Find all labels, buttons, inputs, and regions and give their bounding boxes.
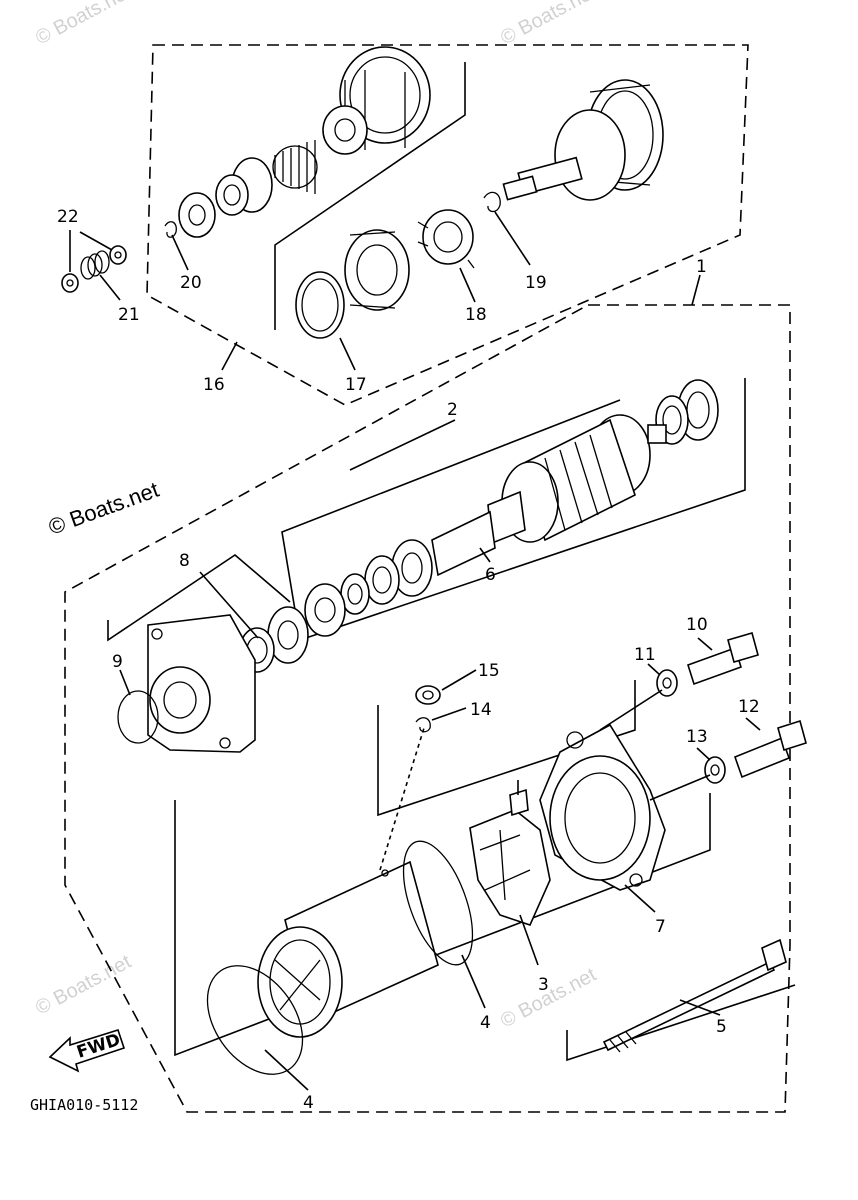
circlip-20 [164,221,177,238]
callout-9: 9 [112,652,123,672]
leader-5 [679,999,721,1016]
group-1-boundary [64,304,791,1113]
fwd-arrow-icon: FWD [48,1029,126,1073]
leader-11 [647,663,661,676]
watermark-bottom-center: © Boats.net [497,964,600,1033]
lock-washer-14 [415,717,431,733]
pinion-housing [322,46,431,155]
washer-13 [704,756,726,784]
clutch-shaft [502,79,664,201]
bolt-10 [687,632,759,686]
group-4-bracket [174,793,711,1057]
leader-4a [264,1049,309,1091]
leader-21 [99,274,121,301]
callout-21: 21 [118,305,140,325]
through-bolt-5 [602,938,787,1053]
callout-8: 8 [179,551,190,571]
callout-2: 2 [447,400,458,420]
leader-bolt-10-path [599,689,663,731]
watermark-bottom-left: © Boats.net [32,951,135,1020]
drive-spring [272,140,318,194]
o-ring-9 [117,690,159,744]
callout-16: 16 [203,375,225,395]
callout-13: 13 [686,727,708,747]
washer-11 [656,669,678,697]
o-ring-4-rear [206,965,304,1075]
callout-17: 17 [345,375,367,395]
leader-10 [697,637,713,651]
leader-6 [479,547,491,563]
callout-7: 7 [655,917,666,937]
callout-1: 1 [696,257,707,277]
lock-plate [304,583,346,637]
o-ring-4-front [402,840,474,966]
leader-2 [349,419,456,471]
leader-3 [519,914,539,966]
watermark-main: © Boats.net [45,477,162,540]
leader-14 [431,707,467,721]
leader-17 [339,337,356,371]
leader-12 [745,717,761,731]
leader-yoke-hole [379,727,425,871]
group-8-9-bracket [107,553,291,642]
group-16-boundary [146,44,749,406]
leader-18 [459,267,476,303]
leader-22b [79,231,113,251]
diagram-code: GHIA010-5112 [30,1096,138,1114]
bolt-12 [733,719,807,779]
leader-bolt-12-path [649,774,711,801]
callout-19: 19 [525,273,547,293]
fwd-label: FWD [74,1030,122,1063]
thrust-washers [655,379,719,445]
leader-7 [624,884,656,913]
leader-19 [494,211,531,266]
callout-18: 18 [465,305,487,325]
leader-16 [221,341,238,371]
collar-washer [178,192,216,238]
retainer-18 [417,209,475,269]
callout-14: 14 [470,700,492,720]
end-cover [147,614,256,753]
yoke [257,860,439,1038]
callout-6: 6 [485,565,496,585]
leader-1 [691,274,701,306]
spring-21 [80,250,110,280]
callout-15: 15 [478,661,500,681]
circlip-19 [483,191,501,213]
armature-washers [340,539,433,615]
callout-3: 3 [538,975,549,995]
callout-12: 12 [738,697,760,717]
callout-5: 5 [716,1017,727,1037]
callout-4-front: 4 [480,1013,491,1033]
callout-10: 10 [686,615,708,635]
watermark-top-center: © Boats.net [497,0,600,49]
callout-11: 11 [634,645,656,665]
leader-15 [441,669,477,691]
leader-4b [461,954,486,1009]
nut-15 [415,685,441,705]
leader-13 [696,747,711,761]
group-17-bracket [274,62,466,330]
callout-22: 22 [57,207,79,227]
leader-8 [199,571,259,639]
watermark-top-left: © Boats.net [32,0,135,49]
armature-6 [431,414,667,577]
group-14-15-bracket [377,680,636,817]
callout-20: 20 [180,273,202,293]
leader-9 [119,669,131,696]
pinion-collar [215,157,273,216]
leader-20 [171,234,189,271]
needle-bearing-17 [295,271,345,339]
callout-4-rear: 4 [303,1093,314,1113]
group-5-bracket [566,984,796,1062]
brush-holder-3 [469,780,551,926]
internal-gear [344,229,410,311]
washer-22 [61,245,127,293]
front-cover-7 [539,723,666,891]
